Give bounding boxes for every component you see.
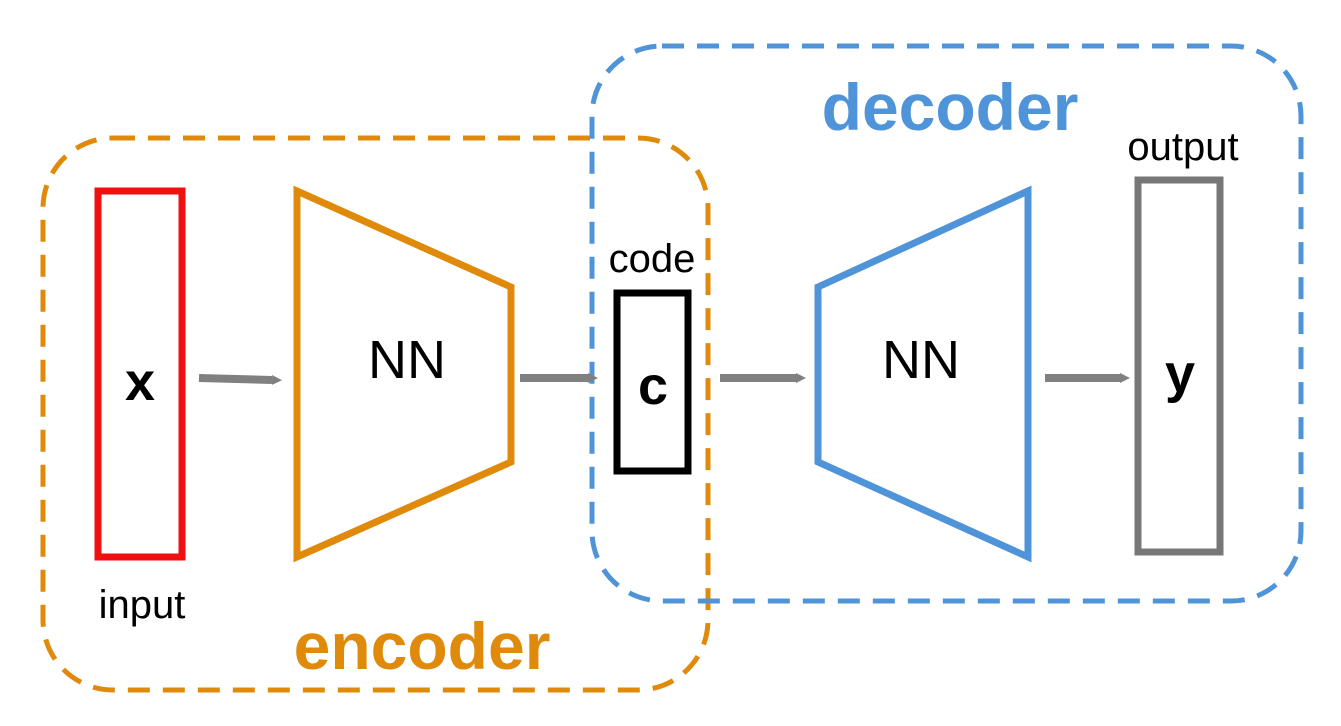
output-vector-box	[1134, 176, 1224, 556]
encoder-label: encoder	[294, 609, 551, 683]
code-symbol: c	[638, 356, 668, 416]
output-caption: output	[1127, 125, 1238, 169]
encoder-network-label: NN	[368, 330, 446, 390]
code-caption: code	[609, 237, 696, 281]
arrow-input-to-encoder	[198, 374, 282, 385]
encoder-network	[293, 185, 515, 563]
decoder-network-label: NN	[882, 330, 960, 390]
input-vector-box	[94, 187, 186, 561]
encoder-region	[40, 135, 711, 693]
code-vector-box	[613, 289, 692, 475]
input-symbol: x	[125, 352, 155, 412]
output-symbol: y	[1165, 344, 1195, 404]
input-caption: input	[99, 583, 186, 627]
decoder-network	[814, 185, 1032, 563]
decoder-region	[589, 43, 1304, 604]
decoder-label: decoder	[822, 70, 1079, 144]
